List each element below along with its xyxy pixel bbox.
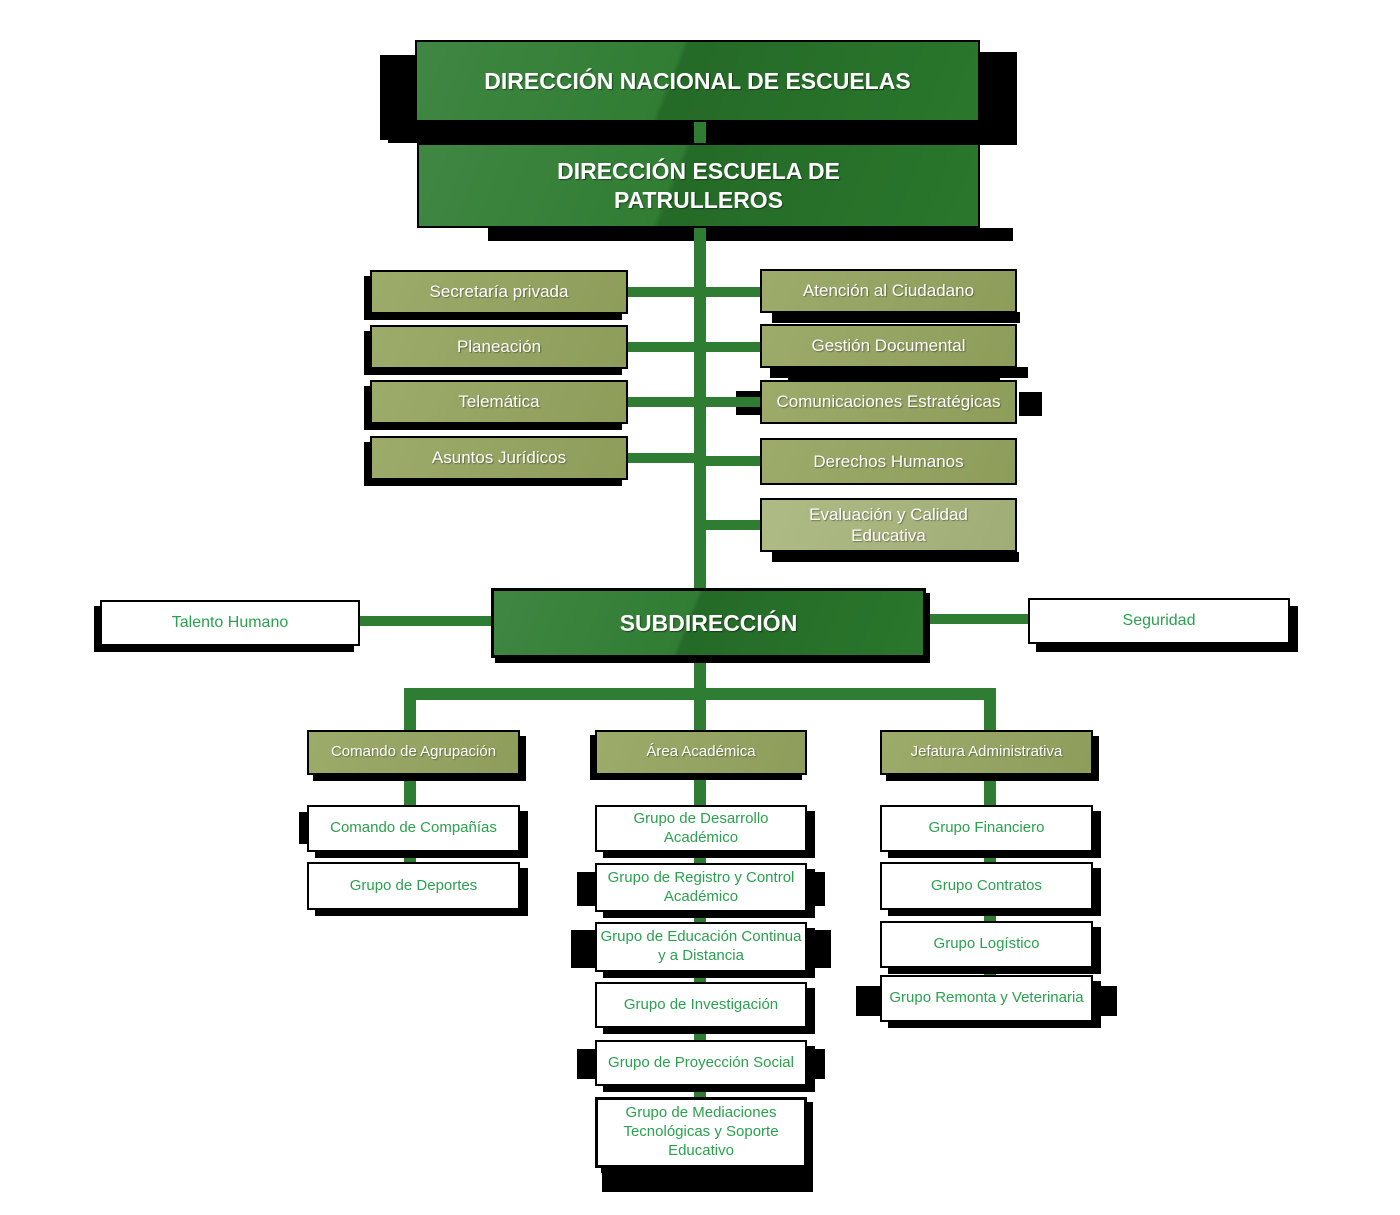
shadow-block	[602, 1170, 813, 1192]
connector-line	[628, 397, 694, 407]
connector-line	[706, 520, 760, 530]
connector-line	[694, 228, 706, 588]
connector-line	[984, 910, 996, 921]
shadow-block	[807, 930, 831, 968]
shadow-block	[488, 228, 1013, 241]
shadow-block	[1093, 986, 1117, 1016]
node-gestion-documental: Gestión Documental	[760, 324, 1017, 368]
connector-line	[404, 775, 416, 805]
connector-line	[694, 775, 706, 805]
connector-line	[360, 616, 491, 626]
node-planeacion: Planeación	[370, 325, 628, 369]
node-evaluacion-calidad: Evaluación y Calidad Educativa	[760, 498, 1017, 552]
connector-line	[984, 852, 996, 862]
node-telematica: Telemática	[370, 380, 628, 424]
shadow-block	[299, 812, 307, 844]
connector-line	[694, 122, 706, 143]
connector-line	[926, 614, 1028, 624]
connector-line	[404, 688, 996, 700]
connector-line	[628, 342, 694, 352]
node-grupo-mediaciones: Grupo de Mediaciones Tecnológicas y Sopo…	[595, 1097, 807, 1168]
node-talento-humano: Talento Humano	[100, 600, 360, 646]
shadow-block	[807, 1049, 825, 1079]
node-grupo-deportes: Grupo de Deportes	[307, 862, 520, 910]
node-grupo-logistico: Grupo Logístico	[880, 921, 1093, 968]
node-subdireccion: SUBDIRECCIÓN	[491, 588, 926, 658]
node-comando-companias: Comando de Compañías	[307, 805, 520, 852]
node-direccion-nacional: DIRECCIÓN NACIONAL DE ESCUELAS	[415, 40, 980, 122]
connector-line	[694, 912, 706, 922]
node-seguridad: Seguridad	[1028, 598, 1290, 644]
connector-line	[694, 972, 706, 982]
connector-line	[694, 700, 706, 732]
node-grupo-remonta-veterinaria: Grupo Remonta y Veterinaria	[880, 975, 1093, 1022]
shadow-block	[788, 370, 1000, 380]
node-comunicaciones-estrategicas: Comunicaciones Estratégicas	[760, 380, 1017, 424]
connector-line	[706, 342, 760, 352]
node-grupo-investigacion: Grupo de Investigación	[595, 982, 807, 1028]
shadow-block	[1019, 392, 1042, 416]
connector-line	[984, 775, 996, 805]
connector-line	[404, 700, 416, 732]
connector-line	[706, 287, 760, 297]
node-grupo-contratos: Grupo Contratos	[880, 862, 1093, 910]
shadow-block	[577, 872, 595, 906]
connector-line	[694, 1028, 706, 1040]
node-grupo-proyeccion-social: Grupo de Proyección Social	[595, 1040, 807, 1086]
connector-line	[984, 700, 996, 732]
node-grupo-educacion-continua: Grupo de Educación Continua y a Distanci…	[595, 922, 807, 972]
connector-line	[694, 1086, 706, 1097]
shadow-block	[772, 552, 1019, 562]
node-direccion-escuela: DIRECCIÓN ESCUELA DE PATRULLEROS	[417, 143, 980, 228]
shadow-block	[807, 872, 825, 906]
shadow-block	[856, 986, 880, 1016]
node-atencion-ciudadano: Atención al Ciudadano	[760, 269, 1017, 313]
connector-line	[694, 658, 706, 690]
connector-line	[694, 852, 706, 863]
connector-line	[404, 852, 416, 862]
shadow-block	[772, 312, 1020, 323]
node-grupo-financiero: Grupo Financiero	[880, 805, 1093, 852]
node-secretaria-privada: Secretaría privada	[370, 270, 628, 314]
connector-line	[984, 968, 996, 975]
connector-line	[628, 287, 694, 297]
shadow-block	[577, 1049, 595, 1079]
node-comando-agrupacion: Comando de Agrupación	[307, 730, 520, 775]
connector-line	[628, 453, 694, 463]
node-grupo-desarrollo-academico: Grupo de Desarrollo Académico	[595, 805, 807, 852]
shadow-block	[571, 930, 595, 968]
node-asuntos-juridicos: Asuntos Jurídicos	[370, 436, 628, 480]
node-derechos-humanos: Derechos Humanos	[760, 438, 1017, 485]
connector-line	[706, 456, 760, 466]
node-grupo-registro-control: Grupo de Registro y Control Académico	[595, 863, 807, 912]
node-area-academica: Área Académica	[595, 730, 807, 775]
node-jefatura-administrativa: Jefatura Administrativa	[880, 730, 1093, 775]
connector-line	[706, 397, 760, 407]
